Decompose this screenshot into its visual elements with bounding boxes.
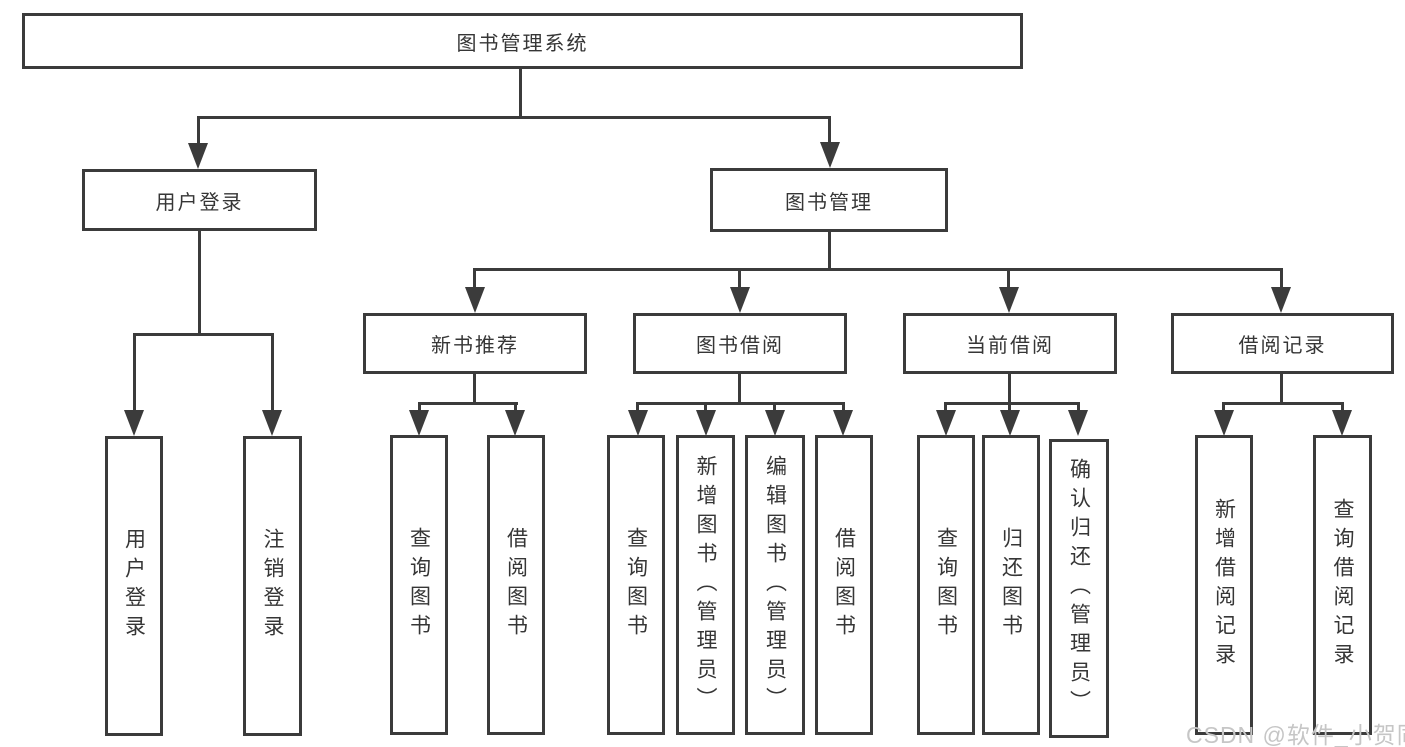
connector-line [738, 268, 741, 290]
connector-line [636, 402, 639, 412]
node-label: 新增图书（管理员） [694, 454, 717, 716]
leaf-query-borrow-record: 查询借阅记录 [1313, 435, 1372, 735]
node-root-library-system: 图书管理系统 [22, 13, 1023, 69]
connector-line [418, 402, 421, 412]
connector-line [197, 116, 200, 146]
connector-line [637, 402, 845, 405]
node-label: 图书管理 [785, 191, 873, 214]
node-label: 查询图书 [624, 527, 648, 643]
connector-line [1007, 268, 1010, 290]
arrowhead-down [696, 410, 716, 436]
leaf-edit-books-admin: 编辑图书（管理员） [745, 435, 805, 735]
arrowhead-down [765, 410, 785, 436]
leaf-user-login: 用户登录 [105, 436, 163, 736]
arrowhead-down [505, 410, 525, 436]
node-label: 用户登录 [122, 528, 146, 644]
leaf-borrow-books-recommend: 借阅图书 [487, 435, 545, 735]
node-label: 确认归还（管理员） [1067, 458, 1091, 719]
connector-line [1280, 374, 1283, 404]
node-label: 归还图书 [999, 527, 1023, 643]
arrowhead-down [730, 287, 750, 313]
arrowhead-down [833, 410, 853, 436]
connector-line [704, 402, 707, 412]
leaf-add-borrow-record: 新增借阅记录 [1195, 435, 1253, 735]
node-label: 新书推荐 [431, 335, 519, 357]
connector-line [1341, 402, 1344, 412]
node-label: 当前借阅 [966, 335, 1054, 357]
connector-line [828, 232, 831, 270]
node-label: 图书管理系统 [456, 32, 589, 55]
leaf-return-books: 归还图书 [982, 435, 1040, 735]
arrowhead-down [188, 143, 208, 169]
connector-line [1008, 374, 1011, 404]
connector-line [418, 402, 518, 405]
leaf-add-books-admin: 新增图书（管理员） [676, 435, 735, 735]
node-label: 查询图书 [934, 527, 958, 643]
arrowhead-down [1271, 287, 1291, 313]
leaf-borrow-books: 借阅图书 [815, 435, 873, 735]
connector-line [271, 333, 274, 413]
node-label: 用户登录 [155, 191, 244, 214]
leaf-query-books-borrowing: 查询图书 [607, 435, 665, 735]
connector-line [738, 374, 741, 404]
arrowhead-down [999, 287, 1019, 313]
connector-line [1222, 402, 1225, 412]
connector-line [944, 402, 947, 412]
arrowhead-down [1214, 410, 1234, 436]
node-label: 图书借阅 [696, 335, 784, 357]
arrowhead-down [936, 410, 956, 436]
connector-line [1077, 402, 1080, 412]
arrowhead-down [124, 410, 144, 436]
node-label: 借阅图书 [504, 527, 528, 643]
connector-line [773, 402, 776, 412]
connector-line [197, 116, 831, 119]
connector-line [1008, 402, 1011, 412]
connector-line [473, 374, 476, 404]
node-book-management: 图书管理 [710, 168, 948, 232]
connector-line [133, 333, 136, 413]
node-label: 编辑图书（管理员） [763, 454, 787, 716]
node-label: 查询图书 [407, 527, 431, 643]
node-label: 借阅图书 [832, 527, 856, 643]
connector-line [519, 68, 522, 118]
connector-line [842, 402, 845, 412]
leaf-query-books-recommend: 查询图书 [390, 435, 448, 735]
connector-line [133, 333, 274, 336]
node-borrow-records: 借阅记录 [1171, 313, 1394, 374]
leaf-logout: 注销登录 [243, 436, 302, 736]
arrowhead-down [628, 410, 648, 436]
csdn-watermark: CSDN @软件_小贺同学 [1186, 722, 1405, 747]
arrowhead-down [409, 410, 429, 436]
connector-line [828, 116, 831, 146]
connector-line [198, 231, 201, 335]
connector-line [1280, 268, 1283, 290]
node-label: 注销登录 [261, 528, 284, 644]
node-label: 新增借阅记录 [1212, 498, 1236, 672]
connector-line [473, 268, 476, 290]
connector-line [514, 402, 517, 412]
leaf-confirm-return-admin: 确认归还（管理员） [1049, 439, 1109, 738]
node-current-borrowing: 当前借阅 [903, 313, 1117, 374]
leaf-query-books-current: 查询图书 [917, 435, 975, 735]
connector-line [474, 268, 1283, 271]
connector-line [945, 402, 1080, 405]
node-book-borrowing: 图书借阅 [633, 313, 847, 374]
arrowhead-down [1068, 410, 1088, 436]
arrowhead-down [1332, 410, 1352, 436]
node-new-book-recommend: 新书推荐 [363, 313, 587, 374]
arrowhead-down [820, 142, 840, 168]
node-user-login: 用户登录 [82, 169, 317, 231]
arrowhead-down [262, 410, 282, 436]
arrowhead-down [1000, 410, 1020, 436]
node-label: 查询借阅记录 [1331, 498, 1354, 672]
arrowhead-down [465, 287, 485, 313]
connector-line [1223, 402, 1343, 405]
node-label: 借阅记录 [1238, 335, 1327, 357]
